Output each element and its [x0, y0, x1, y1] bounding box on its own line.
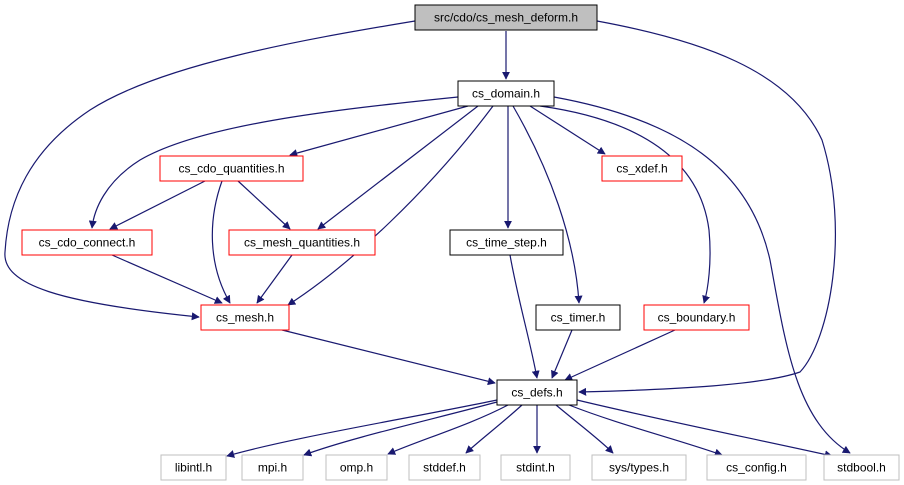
edge-cdo_connect-to-mesh [111, 254, 223, 304]
node-box [228, 229, 376, 256]
node-label: omp.h [340, 461, 373, 475]
node-omp: omp.h [325, 454, 388, 481]
node-box [500, 454, 571, 481]
node-box [643, 304, 750, 331]
node-label: cs_timer.h [551, 311, 606, 325]
edge-mesh-to-defs [281, 329, 496, 386]
node-label: cs_config.h [726, 461, 787, 475]
node-box [706, 454, 807, 481]
edge-cdo_quantities-to-mesh_quantities [237, 180, 291, 230]
edge-cdo_quantities-to-mesh [211, 180, 231, 304]
edge-domain-to-stdbool [553, 96, 851, 454]
node-box [457, 80, 555, 107]
node-xdef[interactable]: cs_xdef.h [601, 155, 683, 182]
edge-root-to-defs [578, 20, 836, 396]
node-box [200, 304, 290, 331]
edge-defs-to-stddef [465, 404, 523, 454]
edge-domain-to-cdo_quantities [289, 105, 469, 157]
node-box [160, 454, 227, 481]
node-box [325, 454, 388, 481]
node-cdo-connect[interactable]: cs_cdo_connect.h [21, 229, 153, 256]
node-config: cs_config.h [706, 454, 807, 481]
node-defs[interactable]: cs_defs.h [496, 379, 578, 406]
node-box [591, 454, 687, 481]
node-box [496, 379, 578, 406]
edge-defs-to-stdbool [576, 399, 833, 459]
node-mesh-quantities[interactable]: cs_mesh_quantities.h [228, 229, 376, 256]
node-time-step[interactable]: cs_time_step.h [449, 229, 564, 256]
node-label: cs_mesh_quantities.h [244, 236, 360, 250]
node-box [408, 454, 481, 481]
node-box [21, 229, 153, 256]
edge-domain-to-mesh_quantities [317, 105, 479, 230]
node-label: stdint.h [516, 461, 555, 475]
node-label: sys/types.h [609, 461, 669, 475]
node-stddef: stddef.h [408, 454, 481, 481]
node-stdbool: stdbool.h [823, 454, 900, 481]
edge-domain-to-xdef [529, 105, 606, 155]
edge-timer-to-defs [551, 329, 573, 379]
edge-defs-to-omp [387, 404, 509, 455]
node-libintl: libintl.h [160, 454, 227, 481]
node-label: cs_cdo_connect.h [39, 236, 136, 250]
node-domain[interactable]: cs_domain.h [457, 80, 555, 107]
node-label: mpi.h [258, 461, 287, 475]
edge-defs-to-libintl [226, 399, 498, 458]
edge-domain-to-boundary [539, 105, 711, 304]
edge-root-to-mesh [4, 20, 416, 321]
node-label: cs_cdo_quantities.h [178, 162, 284, 176]
node-box [241, 454, 304, 481]
node-systypes: sys/types.h [591, 454, 687, 481]
edge-domain-to-cdo_connect [88, 96, 459, 229]
edge-defs-to-mpi [303, 401, 498, 457]
edge-time_step-to-defs [509, 254, 540, 379]
node-mesh[interactable]: cs_mesh.h [200, 304, 290, 331]
node-stdint: stdint.h [500, 454, 571, 481]
node-box [535, 304, 621, 331]
edge-domain-to-mesh [287, 105, 494, 306]
node-label: cs_time_step.h [466, 236, 547, 250]
node-label: cs_xdef.h [616, 162, 667, 176]
edge-mesh_quantities-to-mesh [256, 254, 293, 304]
node-mpi: mpi.h [241, 454, 304, 481]
node-box [601, 155, 683, 182]
node-label: src/cdo/cs_mesh_deform.h [434, 11, 578, 25]
node-label: cs_mesh.h [216, 311, 274, 325]
edge-defs-to-config [568, 404, 723, 457]
edge-domain-to-timer [512, 105, 583, 304]
node-boundary[interactable]: cs_boundary.h [643, 304, 750, 331]
node-box [823, 454, 900, 481]
node-label: cs_defs.h [511, 386, 562, 400]
node-label: cs_domain.h [472, 87, 540, 101]
node-box [414, 4, 598, 31]
node-box [159, 155, 304, 182]
node-timer[interactable]: cs_timer.h [535, 304, 621, 331]
node-box [449, 229, 564, 256]
node-label: stddef.h [423, 461, 466, 475]
node-label: cs_boundary.h [658, 311, 736, 325]
edge-defs-to-systypes [555, 404, 614, 454]
node-root[interactable]: src/cdo/cs_mesh_deform.h [414, 4, 598, 31]
edge-boundary-to-defs [564, 329, 676, 381]
edge-cdo_quantities-to-cdo_connect [109, 180, 206, 230]
node-cdo-quantities[interactable]: cs_cdo_quantities.h [159, 155, 304, 182]
node-label: stdbool.h [837, 461, 886, 475]
node-label: libintl.h [175, 461, 212, 475]
